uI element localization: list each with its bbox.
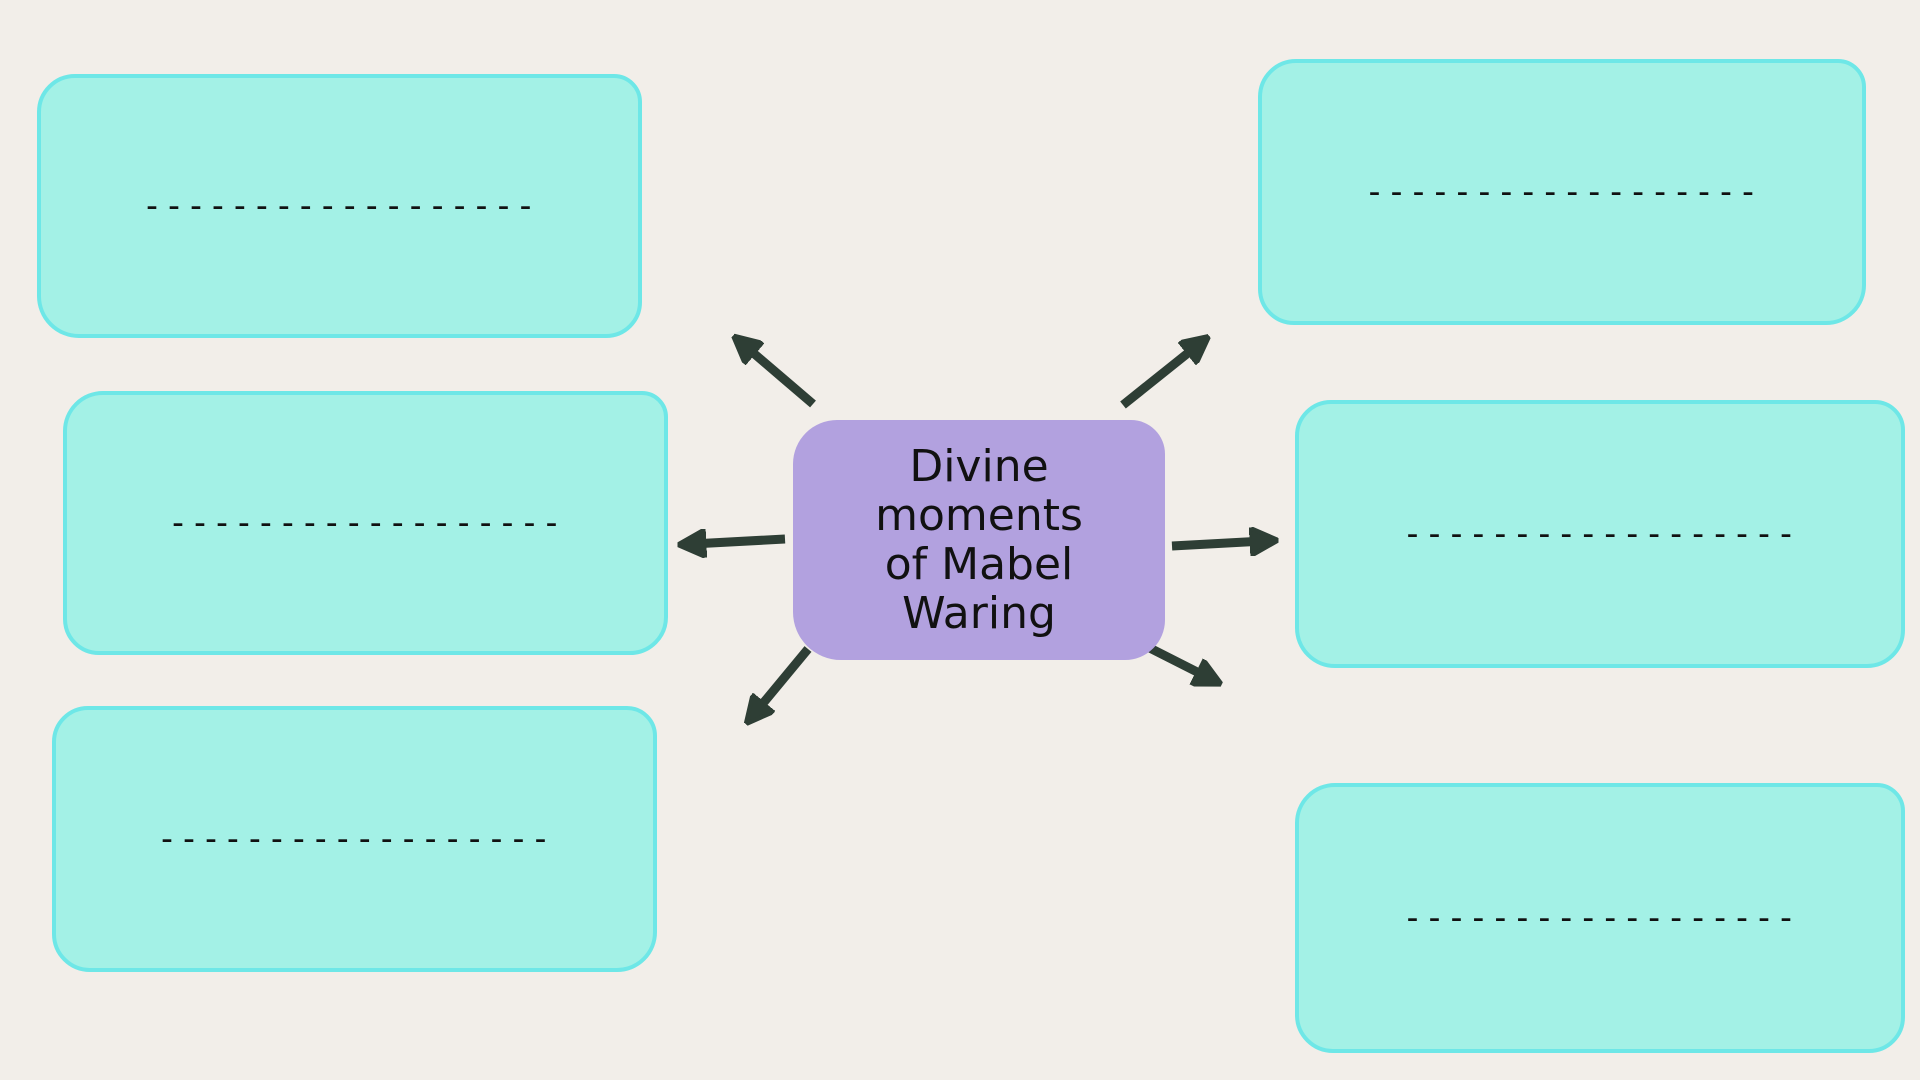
- arrow-lower-left: [755, 646, 812, 713]
- blank-line: ------------------: [1402, 898, 1798, 938]
- blank-box-top-left[interactable]: ------------------: [37, 74, 642, 338]
- blank-line: ------------------: [1402, 514, 1798, 554]
- arrow-left: [692, 539, 786, 544]
- blank-line: ------------------: [1364, 172, 1760, 212]
- blank-line: ------------------: [156, 819, 553, 859]
- blank-box-middle-right[interactable]: ------------------: [1295, 400, 1905, 668]
- arrow-upper-left: [744, 345, 816, 408]
- blank-box-middle-left[interactable]: ------------------: [63, 391, 668, 655]
- arrow-right: [1171, 541, 1264, 546]
- arrow-upper-right: [1120, 345, 1198, 409]
- blank-line: ------------------: [141, 186, 538, 226]
- central-topic-node[interactable]: Divine moments of Mabel Waring: [793, 420, 1165, 660]
- central-topic-title: Divine moments of Mabel Waring: [875, 441, 1083, 639]
- blank-box-bottom-right[interactable]: ------------------: [1295, 783, 1905, 1053]
- blank-box-bottom-left[interactable]: ------------------: [52, 706, 657, 972]
- blank-box-top-right[interactable]: ------------------: [1258, 59, 1866, 325]
- blank-line: ------------------: [167, 503, 564, 543]
